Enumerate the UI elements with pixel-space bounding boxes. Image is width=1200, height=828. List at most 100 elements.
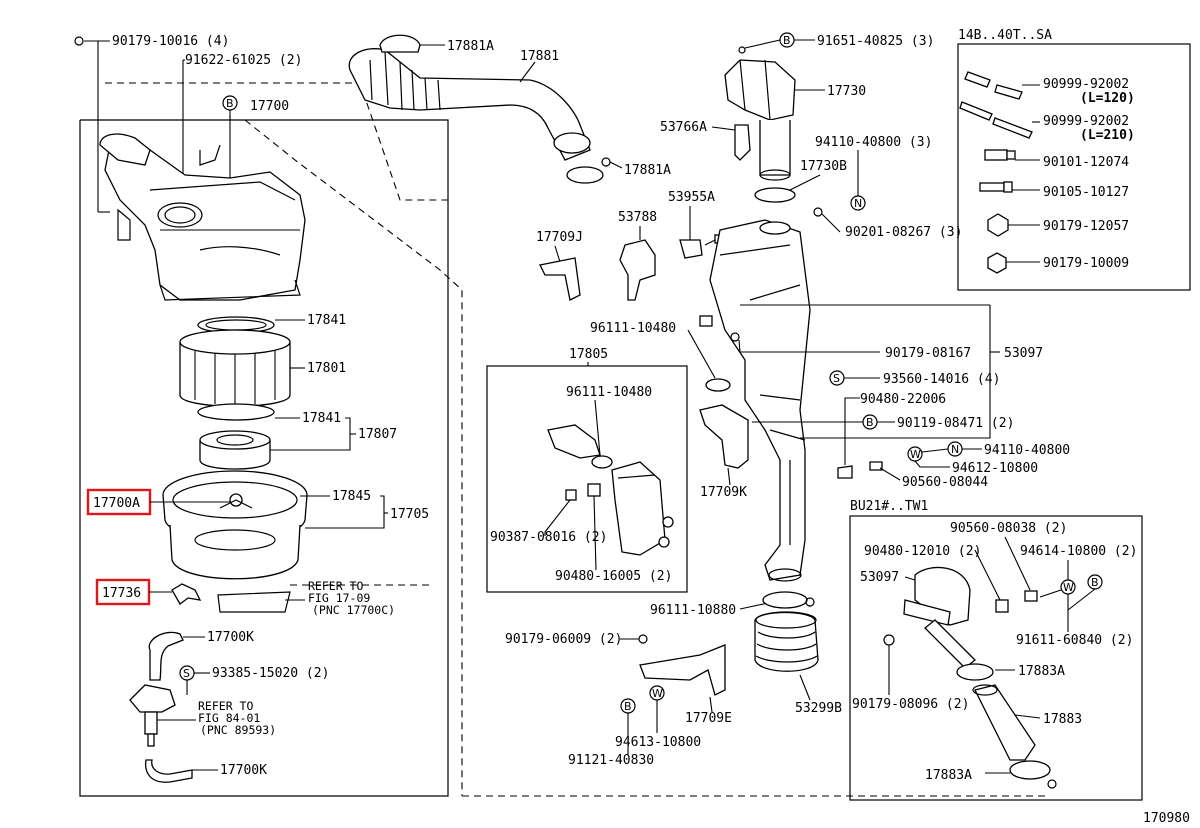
svg-text:W: W [652, 687, 663, 700]
part-label[interactable]: 17700K [207, 630, 254, 645]
part-label[interactable]: 90179-08167 [885, 346, 971, 361]
brackets-group: 53955A 53788 17709J [536, 190, 724, 301]
part-label[interactable]: 17709E [685, 711, 732, 726]
part-label[interactable]: 90179-06009 (2) [505, 632, 622, 647]
part-label[interactable]: 93385-15020 (2) [212, 666, 329, 681]
svg-text:W: W [1063, 581, 1074, 594]
svg-text:N: N [854, 197, 862, 210]
svg-text:B: B [1091, 576, 1099, 589]
part-label[interactable]: 17845 [332, 489, 371, 504]
part-label[interactable]: 90999-92002 [1043, 114, 1129, 129]
inset-title: 14B..40T..SA [958, 28, 1052, 43]
part-label[interactable]: 17807 [358, 427, 397, 442]
part-label[interactable]: 17841 [307, 313, 346, 328]
part-label[interactable]: 17801 [307, 361, 346, 376]
part-label[interactable]: 53766A [660, 120, 707, 135]
part-label[interactable]: 90480-12010 (2) [864, 544, 981, 559]
air-cleaner-assembly-frame [79, 82, 1048, 797]
part-label[interactable]: 90179-12057 [1043, 219, 1129, 234]
part-label[interactable]: 91622-61025 (2) [185, 53, 302, 68]
grommet-17807 [199, 430, 271, 470]
svg-text:B: B [624, 700, 632, 713]
reference-pnc: (PNC 89593) [200, 723, 276, 737]
reference-link[interactable]: FIG 17-09 [308, 591, 370, 605]
inset-bu21-tw1: BU21#..TW1 90560-08038 (2) 90480-12010 (… [849, 499, 1143, 801]
part-label[interactable]: 91121-40830 [568, 753, 654, 768]
part-label[interactable]: 90999-92002 [1043, 77, 1129, 92]
part-label[interactable]: 17883A [925, 768, 972, 783]
inset-title: BU21#..TW1 [850, 499, 928, 514]
hose-53299b: 96111-10880 53299B 90179-06009 (2) 17709… [505, 591, 842, 768]
part-label[interactable]: 17730B [800, 159, 847, 174]
svg-text:S: S [183, 667, 190, 680]
part-label[interactable]: 17730 [827, 84, 866, 99]
length-note: (L=120) [1080, 91, 1135, 106]
part-label[interactable]: 90201-08267 (3) [845, 225, 962, 240]
air-cleaner-cap [99, 133, 306, 301]
part-label[interactable]: 90179-08096 (2) [852, 697, 969, 712]
part-label[interactable]: 96111-10480 [566, 385, 652, 400]
part-label[interactable]: 17700K [220, 763, 267, 778]
part-label[interactable]: 17709J [536, 230, 583, 245]
inset-14b-40t-sa: 14B..40T..SA 90999-92002 (L=120) 90999-9… [957, 28, 1191, 291]
resonator-17805-box: 17805 96111-10480 90387-08016 (2) 90480-… [486, 347, 688, 593]
part-label[interactable]: 96111-10880 [650, 603, 736, 618]
intake-hose-17881: 17881A 17881 17881A [348, 34, 671, 184]
part-label[interactable]: 17883 [1043, 712, 1082, 727]
part-label[interactable]: 94110-40800 (3) [815, 135, 932, 150]
part-label[interactable]: 90119-08471 (2) [897, 416, 1014, 431]
part-label[interactable]: 17709K [700, 485, 747, 500]
reference-text: REFER TO [308, 579, 363, 593]
bracket-17709k: 17709K [699, 404, 749, 500]
air-cleaner-case [162, 470, 308, 580]
part-label[interactable]: 91651-40825 (3) [817, 34, 934, 49]
part-label-highlighted[interactable]: 17736 [102, 586, 141, 601]
part-label[interactable]: 94614-10800 (2) [1020, 544, 1137, 559]
svg-text:B: B [866, 416, 874, 429]
part-label[interactable]: 17881A [624, 163, 671, 178]
reference-pnc: (PNC 17700C) [312, 603, 395, 617]
part-label[interactable]: 90387-08016 (2) [490, 530, 607, 545]
part-label[interactable]: 90480-22006 [860, 392, 946, 407]
svg-text:B: B [783, 34, 791, 47]
part-label[interactable]: 17805 [569, 347, 608, 362]
svg-text:S: S [833, 372, 840, 385]
part-label[interactable]: 90105-10127 [1043, 185, 1129, 200]
label-group-duct: 96111-10480 90179-08167 S 93560-14016 (4… [590, 315, 1070, 490]
resonator-17730: B 91651-40825 (3) 17730 53766A 94110-408… [660, 32, 962, 240]
part-label[interactable]: 90101-12074 [1043, 155, 1129, 170]
part-label[interactable]: 94612-10800 [952, 461, 1038, 476]
part-label[interactable]: 53097 [860, 570, 899, 585]
part-label[interactable]: 17700 [250, 99, 289, 114]
label-group-left-box: 17841 17801 17841 17807 17845 17705 1770… [86, 313, 429, 783]
part-label-highlighted[interactable]: 17700A [93, 496, 140, 511]
part-label[interactable]: 96111-10480 [590, 321, 676, 336]
part-label[interactable]: 91611-60840 (2) [1016, 633, 1133, 648]
part-label[interactable]: 93560-14016 (4) [883, 372, 1000, 387]
part-label[interactable]: 53299B [795, 701, 842, 716]
part-label[interactable]: 53788 [618, 210, 657, 225]
part-label[interactable]: 17881 [520, 49, 559, 64]
part-label[interactable]: 90179-10016 (4) [112, 34, 229, 49]
part-label[interactable]: 90560-08044 [902, 475, 988, 490]
length-note: (L=210) [1080, 128, 1135, 143]
part-label[interactable]: 17883A [1018, 664, 1065, 679]
part-label[interactable]: 17881A [447, 39, 494, 54]
part-label[interactable]: 90179-10009 [1043, 256, 1129, 271]
filter-element-17801 [179, 316, 291, 421]
air-duct-53097: 53097 [709, 219, 1043, 582]
part-label[interactable]: 53097 [1004, 346, 1043, 361]
part-label[interactable]: 94613-10800 [615, 735, 701, 750]
part-label[interactable]: 90560-08038 (2) [950, 521, 1067, 536]
reference-text: REFER TO [198, 699, 253, 713]
part-label[interactable]: 90480-16005 (2) [555, 569, 672, 584]
part-label[interactable]: 94110-40800 [984, 443, 1070, 458]
part-label[interactable]: 17841 [302, 411, 341, 426]
diagram-id: 170980 [1143, 811, 1190, 826]
svg-text:N: N [951, 443, 959, 456]
reference-link[interactable]: FIG 84-01 [198, 711, 260, 725]
part-label[interactable]: 53955A [668, 190, 715, 205]
part-label[interactable]: 17705 [390, 507, 429, 522]
